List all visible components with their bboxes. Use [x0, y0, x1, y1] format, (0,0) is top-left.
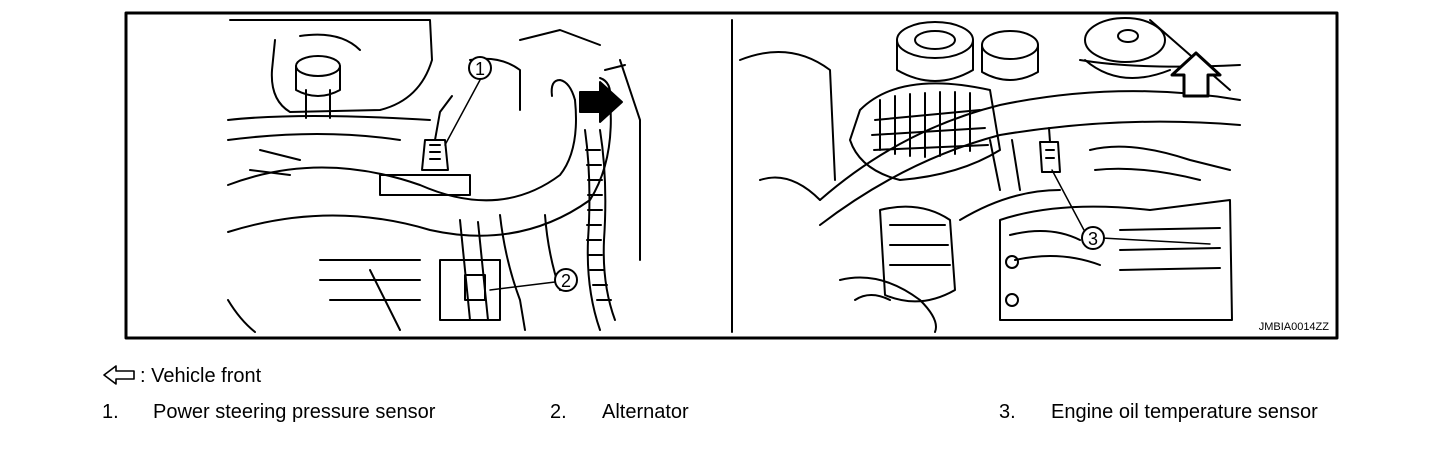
callout-1-number: 1	[475, 59, 485, 79]
outline-arrow-left-icon	[103, 365, 135, 385]
legend-item-2-text: Alternator	[602, 401, 689, 423]
legend-item-1-number: 1.	[102, 401, 119, 423]
callout-1: 1	[468, 56, 492, 80]
figure-code: JMBIA0014ZZ	[1259, 321, 1330, 333]
legend-item-2-number: 2.	[550, 401, 567, 423]
figure-frame	[124, 11, 1339, 340]
legend-item-3-number: 3.	[999, 401, 1016, 423]
vehicle-front-arrow-right-panel	[1170, 51, 1222, 98]
callout-2-number: 2	[561, 271, 571, 291]
legend-item-1-text: Power steering pressure sensor	[153, 401, 436, 423]
left-panel-drawing	[227, 19, 641, 333]
engine-sensor-diagram: 1 2 3 JMBIA0014ZZ	[124, 11, 1339, 340]
legend-vehicle-front-label: : Vehicle front	[140, 365, 262, 387]
legend-items: 1. Power steering pressure sensor 2. Alt…	[0, 400, 1456, 426]
callout-3: 3	[1081, 226, 1105, 250]
vehicle-front-arrow-left-panel	[579, 81, 623, 123]
callout-3-number: 3	[1088, 229, 1098, 249]
right-panel-drawing	[739, 17, 1241, 333]
legend-item-3-text: Engine oil temperature sensor	[1051, 401, 1318, 423]
callout-2: 2	[554, 268, 578, 292]
